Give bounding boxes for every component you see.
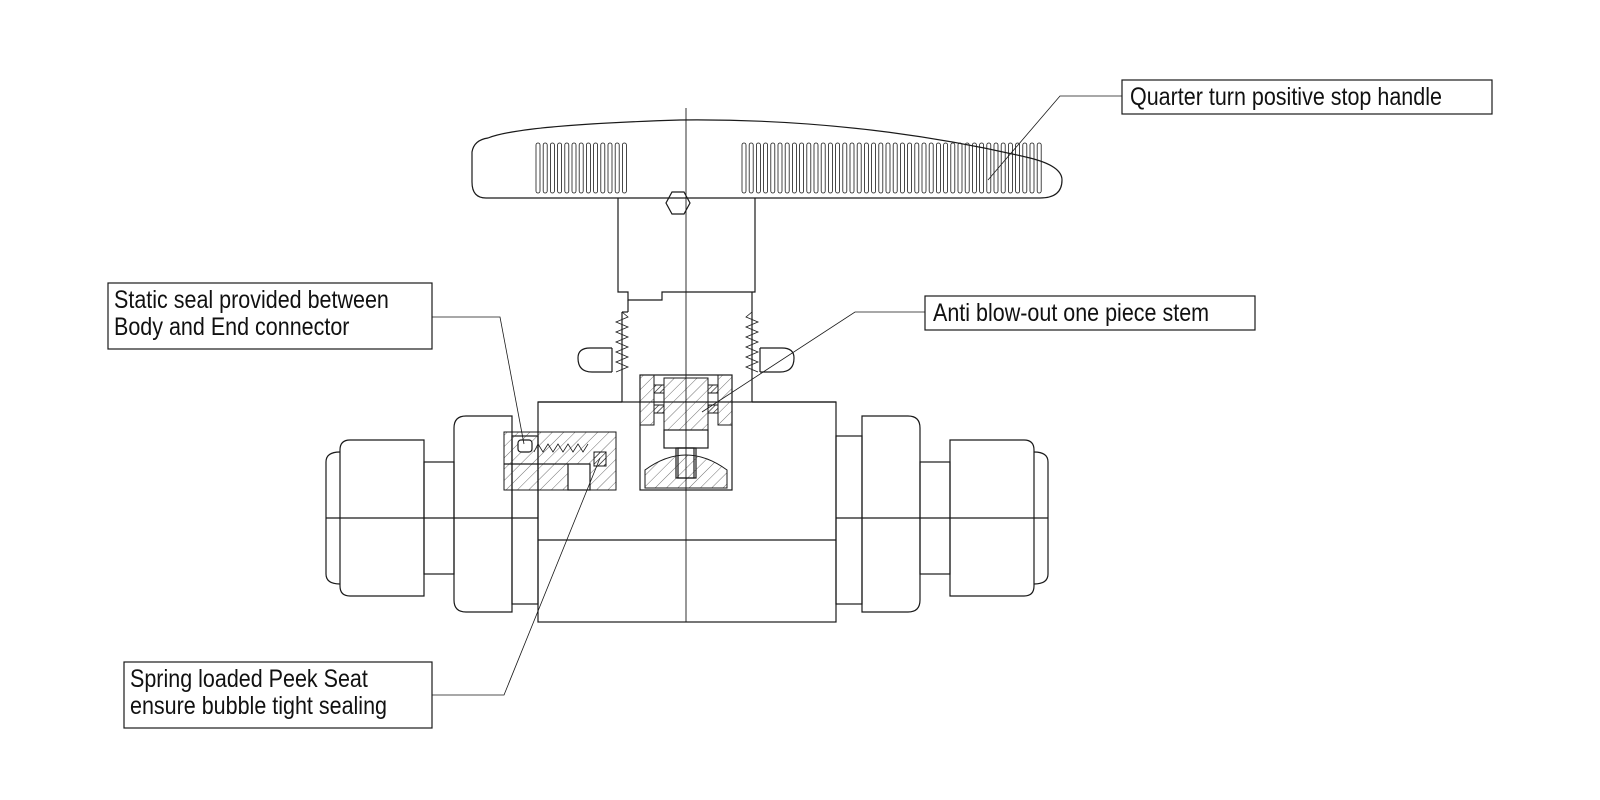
grip-slot [578, 142, 584, 194]
grip-slot [622, 142, 627, 194]
grip-slot [586, 142, 591, 194]
grip-slot [777, 142, 783, 194]
grip-slot [849, 142, 855, 194]
grip-slot [571, 142, 577, 194]
grip-slot [542, 142, 548, 194]
grip-slot [950, 142, 956, 194]
grip-slot [557, 142, 562, 194]
grip-slot [593, 142, 598, 194]
callout-box-seat [123, 661, 433, 729]
grip-slot [864, 142, 869, 194]
grip-slot [943, 142, 948, 194]
grip-slot [1000, 142, 1006, 194]
grip-slot [806, 142, 812, 194]
panel-nut-left [577, 347, 612, 373]
bonnet [577, 198, 795, 402]
grip-slot [792, 142, 797, 194]
callout-label-static-seal: Static seal provided between Body and En… [114, 286, 389, 341]
grip-slot [550, 142, 555, 194]
grip-slot [535, 142, 541, 194]
grip-slot [928, 142, 934, 194]
seat-assembly-section [503, 431, 617, 491]
callout-box-static-seal [107, 282, 433, 350]
handle-grip-slots-right [741, 142, 1042, 194]
grip-slot [964, 142, 970, 194]
panel-nut-right [760, 347, 795, 373]
callout-box-handle [1121, 79, 1493, 115]
grip-slot [921, 142, 927, 194]
handle [471, 119, 1063, 215]
grip-slot [763, 142, 768, 194]
grip-slot [770, 142, 776, 194]
grip-slot [799, 142, 804, 194]
grip-slot [1029, 142, 1035, 194]
callout-label-handle: Quarter turn positive stop handle [1130, 83, 1442, 111]
seat-spring [533, 443, 589, 453]
callout-box-stem [924, 295, 1256, 331]
grip-slot [878, 142, 884, 194]
grip-slot [614, 142, 620, 194]
grip-slot [1022, 142, 1028, 194]
leader-lines [432, 95, 1122, 696]
grip-slot [979, 142, 984, 194]
grip-slot [986, 142, 992, 194]
grip-slot [842, 142, 848, 194]
grip-slot [748, 142, 754, 194]
bonnet-thread-right [744, 311, 760, 373]
grip-slot [907, 142, 912, 194]
grip-slot [784, 142, 790, 194]
grip-slot [871, 142, 876, 194]
grip-slot [813, 142, 819, 194]
bonnet-thread-left [614, 311, 630, 373]
grip-slot [564, 142, 570, 194]
grip-slot [936, 142, 941, 194]
grip-slot [900, 142, 905, 194]
handle-hex-screw [665, 191, 691, 215]
grip-slot [820, 142, 826, 194]
grip-slot [1008, 142, 1013, 194]
grip-slot [972, 142, 977, 194]
grip-slot [1015, 142, 1020, 194]
grip-slot [600, 142, 606, 194]
callout-label-seat: Spring loaded Peek Seat ensure bubble ti… [130, 665, 387, 720]
end-connector-right [835, 415, 1049, 613]
grip-slot [741, 142, 747, 194]
grip-slot [828, 142, 833, 194]
grip-slot [914, 142, 920, 194]
grip-slot [856, 142, 862, 194]
grip-slot [835, 142, 840, 194]
grip-slot [892, 142, 898, 194]
grip-slot [885, 142, 891, 194]
grip-slot [1036, 142, 1042, 194]
grip-slot [756, 142, 761, 194]
callout-label-stem: Anti blow-out one piece stem [933, 299, 1210, 327]
grip-slot [957, 142, 963, 194]
handle-grip-slots-left [535, 142, 627, 194]
grip-slot [607, 142, 613, 194]
